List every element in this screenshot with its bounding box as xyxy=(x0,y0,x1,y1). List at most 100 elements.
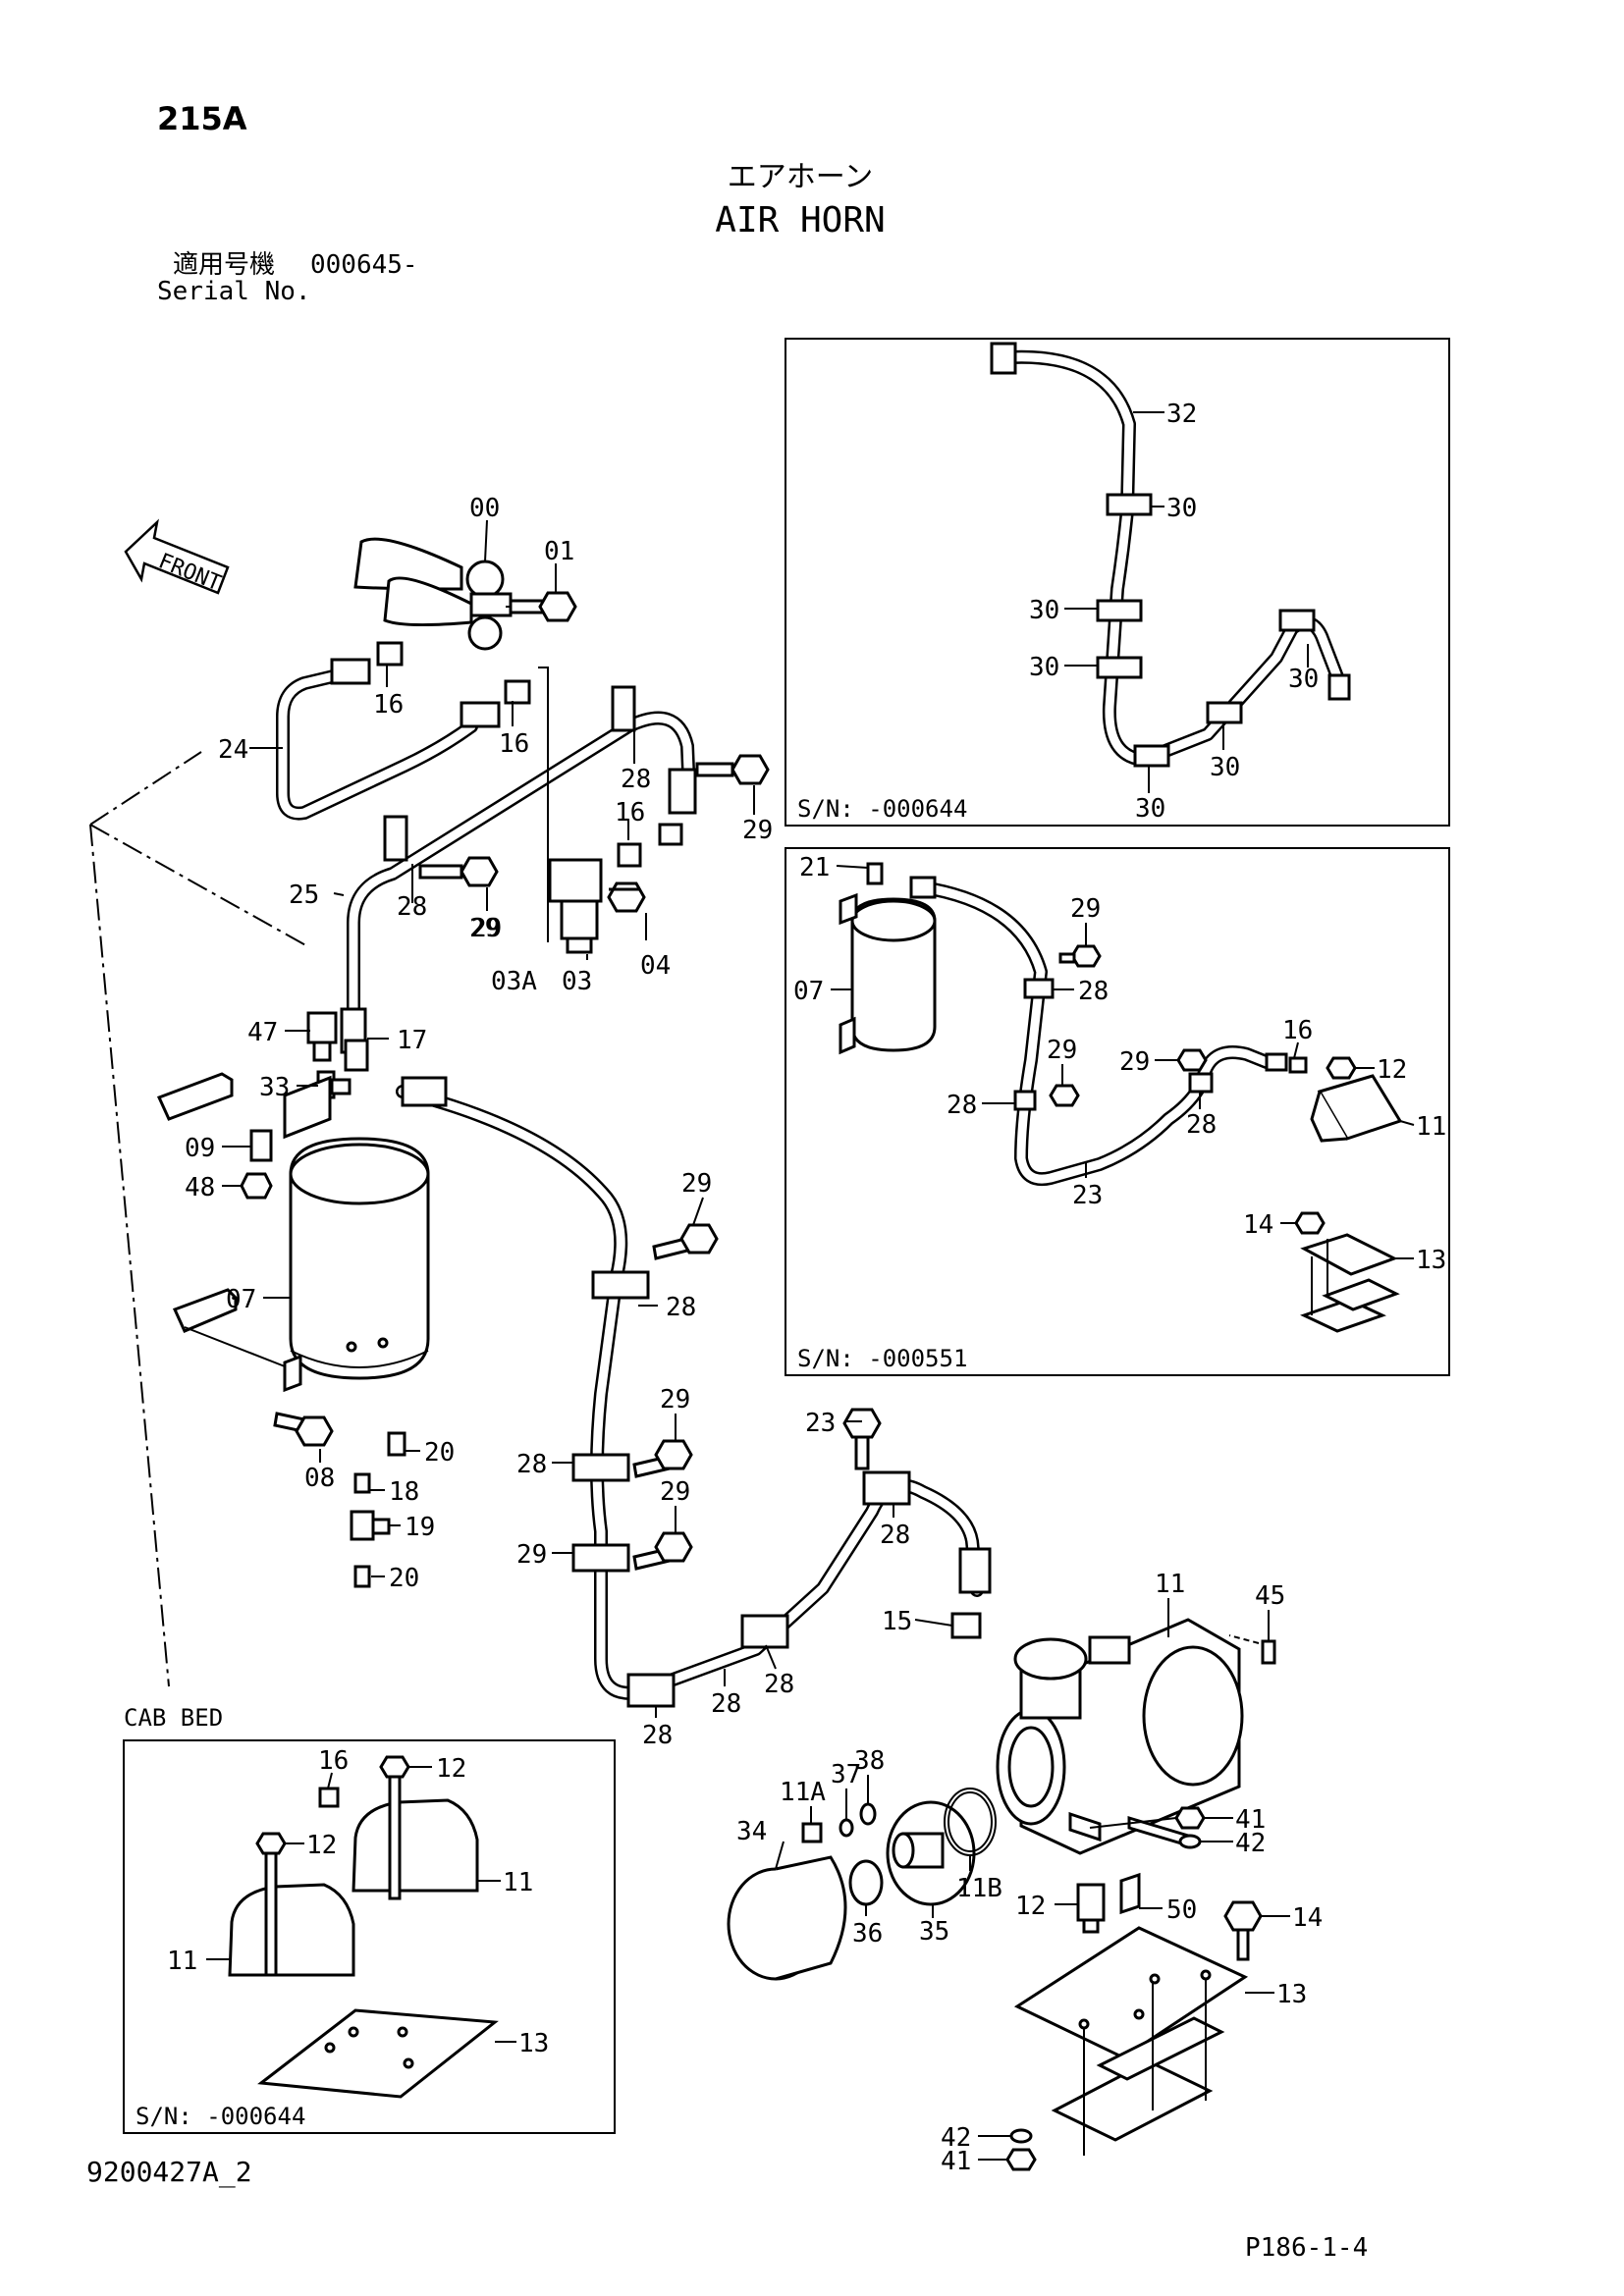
part-label: 16 xyxy=(373,690,404,720)
serial-range: 000645- xyxy=(310,250,418,280)
part-label: 28 xyxy=(711,1689,741,1719)
part-label: 11 xyxy=(167,1947,197,1976)
part-label: 23 xyxy=(1072,1181,1103,1210)
rail xyxy=(1096,2016,1225,2081)
part-label: 29 xyxy=(1070,894,1101,924)
bracket xyxy=(156,1072,234,1121)
part-label: 11B xyxy=(956,1874,1002,1903)
fitting-16 xyxy=(460,701,501,728)
clamp-28 xyxy=(611,685,636,732)
part-label: 01 xyxy=(544,537,574,566)
bolt-29 xyxy=(731,754,770,785)
leader-lines xyxy=(206,411,1415,2161)
clamp-28 xyxy=(626,1673,676,1708)
cab-bed-label: CAB BED xyxy=(124,1704,223,1732)
bolt-29 xyxy=(460,856,499,887)
clamp-28 xyxy=(1013,1090,1037,1111)
elbow-15 xyxy=(950,1612,982,1639)
band-36 xyxy=(848,1859,884,1906)
part-label: 29 xyxy=(660,1385,690,1415)
part-label: 19 xyxy=(405,1513,435,1542)
part-label: 11 xyxy=(1155,1570,1185,1599)
bolt-14 xyxy=(1294,1211,1326,1235)
part-label: 30 xyxy=(1166,494,1197,523)
part-label: 36 xyxy=(852,1919,883,1949)
page-reference: P186-1-4 xyxy=(1245,2233,1368,2263)
part-label: 23 xyxy=(805,1409,836,1438)
clamp-30 xyxy=(1206,701,1243,724)
part-label: 28 xyxy=(1078,977,1109,1006)
washer-38 xyxy=(859,1802,877,1826)
part-label: 30 xyxy=(1288,665,1319,694)
bracket xyxy=(283,1075,332,1140)
part-label: 00 xyxy=(469,494,500,523)
compressor-cover-11-cab xyxy=(228,1798,479,1977)
part-label: 03A xyxy=(491,967,537,996)
compressor-cover-11-inset xyxy=(1310,1074,1403,1143)
fitting-16 xyxy=(376,641,404,667)
part-label: 20 xyxy=(424,1438,455,1468)
clamp-30 xyxy=(1096,599,1143,622)
part-label: 16 xyxy=(318,1746,349,1776)
part-label: 11A xyxy=(780,1778,826,1807)
inset-top-right-frame xyxy=(785,338,1450,827)
inset-middle-right-frame xyxy=(785,847,1450,1376)
part-label: 18 xyxy=(389,1477,419,1507)
hose-fitting xyxy=(401,1076,448,1107)
part-label: 34 xyxy=(736,1817,767,1846)
inset-top-right-serial: S/N: -000644 xyxy=(797,795,967,823)
part-label: 35 xyxy=(919,1917,949,1947)
part-label: 28 xyxy=(397,892,427,922)
drawing-number: 9200427A_2 xyxy=(86,2156,252,2189)
part-label: 28 xyxy=(1186,1110,1217,1140)
part-label: 42 xyxy=(941,2123,971,2153)
bolt-12 xyxy=(255,1832,287,1855)
part-label: 29 xyxy=(1047,1036,1077,1065)
bolt-29 xyxy=(842,1408,882,1439)
fitting-18 xyxy=(353,1472,371,1494)
title-japanese: エアホーン xyxy=(728,160,874,194)
part-label: 16 xyxy=(499,729,529,759)
part-label: 13 xyxy=(1276,1980,1307,2009)
cab-outline-dash xyxy=(89,824,170,1687)
part-label: 28 xyxy=(516,1450,547,1479)
part-label: 12 xyxy=(1015,1892,1046,1921)
leader-bracket xyxy=(538,667,549,942)
clamp-30 xyxy=(1096,656,1143,679)
part-label: 24 xyxy=(218,735,248,765)
part-label: 21 xyxy=(799,853,830,882)
part-label: 30 xyxy=(1029,653,1059,682)
air-tank-07-inset xyxy=(839,892,937,1055)
part-label: 29 xyxy=(471,914,502,943)
part-label: 11 xyxy=(1416,1112,1446,1142)
bolt-14 xyxy=(1223,1900,1263,1932)
clamp-28 xyxy=(1188,1072,1214,1094)
screw-45 xyxy=(1261,1639,1276,1665)
part-label: 41 xyxy=(941,2147,971,2176)
clamp-30 xyxy=(1278,609,1316,632)
part-label: 47 xyxy=(247,1018,278,1047)
part-label: 03 xyxy=(562,967,592,996)
part-label: 12 xyxy=(1377,1055,1407,1085)
cab-outline-dash xyxy=(89,824,310,948)
part-label: 32 xyxy=(1166,400,1197,429)
bolt-12 xyxy=(379,1755,410,1779)
fitting-16 xyxy=(330,658,371,685)
mount-12 xyxy=(1076,1883,1106,1922)
part-label: 13 xyxy=(1416,1246,1446,1275)
air-tank-07 xyxy=(289,1137,430,1380)
part-label: 29 xyxy=(1119,1047,1150,1077)
cab-outline-dash xyxy=(89,751,202,826)
part-label: 29 xyxy=(469,914,500,943)
part-label: 17 xyxy=(397,1026,427,1055)
switch-09 xyxy=(249,1129,273,1162)
clamp-28 xyxy=(591,1270,650,1300)
serial-label-english: Serial No. xyxy=(157,277,311,306)
part-label: 07 xyxy=(793,977,824,1006)
valve-19 xyxy=(350,1510,375,1541)
nut-48 xyxy=(240,1172,273,1200)
bracket xyxy=(172,1288,238,1333)
clamp-30 xyxy=(1133,744,1170,768)
fitting-21 xyxy=(866,862,884,885)
